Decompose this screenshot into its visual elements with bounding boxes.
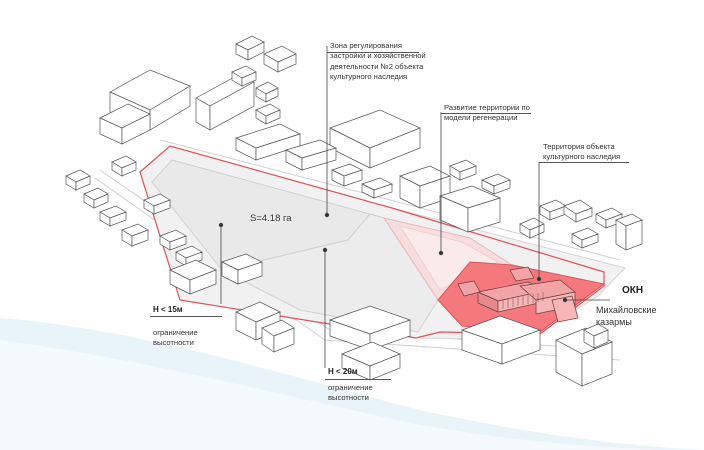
- height-15-subtitle: ограничение высотности: [153, 328, 198, 349]
- okn-label: ОКН: [622, 285, 644, 296]
- height-20-subtitle: ограничение высотности: [328, 383, 373, 404]
- heritage-territory-rule: [539, 162, 629, 163]
- height-15-subtitle-line-2: высотности: [153, 338, 194, 348]
- height-20-subtitle-line-1: ограничение: [328, 383, 373, 392]
- heritage-territory-label: Территория объекта культурного наследия: [543, 142, 620, 163]
- regeneration-label: Развитие территории по модели регенераци…: [444, 103, 530, 124]
- okn-subtitle-line-2: казармы: [596, 317, 632, 327]
- zone-regulation-line-3: деятельности №2 объекта: [330, 61, 424, 71]
- area-label: S=4.18 га: [250, 213, 292, 224]
- zone-regulation-rule: [327, 52, 419, 53]
- height-15-label: Н < 15м: [153, 305, 183, 315]
- zone-regulation-line-2: застройки и хозяйственной: [330, 51, 426, 61]
- height-20-label: Н < 20м: [328, 367, 358, 377]
- regeneration-line-2: модели регенерации: [444, 113, 518, 123]
- zone-regulation-line-4: культурного наследия: [330, 72, 408, 82]
- height-15-title: Н < 15м: [153, 305, 183, 314]
- height-20-rule: [325, 379, 391, 380]
- okn-subtitle: Михайловские казармы: [596, 304, 656, 328]
- heritage-buildings: [457, 266, 579, 323]
- zone-regulation-line-1: Зона регулирования: [330, 41, 403, 50]
- okn-title: ОКН: [622, 285, 644, 296]
- heritage-territory-line-2: культурного наследия: [543, 152, 621, 162]
- height-15-subtitle-line-1: ограничение: [153, 328, 198, 337]
- regeneration-line-1: Развитие территории по: [444, 103, 530, 112]
- height-15-rule: [150, 316, 222, 317]
- zone-regulation-label: Зона регулирования застройки и хозяйстве…: [330, 41, 426, 83]
- heritage-windows: [502, 292, 544, 309]
- height-20-subtitle-line-2: высотности: [328, 393, 369, 403]
- river-band-inner: [0, 340, 704, 450]
- regeneration-rule: [441, 113, 531, 114]
- context-buildings: [65, 35, 643, 387]
- okn-subtitle-line-1: Михайловские: [596, 305, 657, 315]
- height-20-title: Н < 20м: [328, 367, 358, 376]
- leader-lines: [218, 46, 610, 368]
- heritage-territory-line-1: Территория объекта: [543, 142, 615, 151]
